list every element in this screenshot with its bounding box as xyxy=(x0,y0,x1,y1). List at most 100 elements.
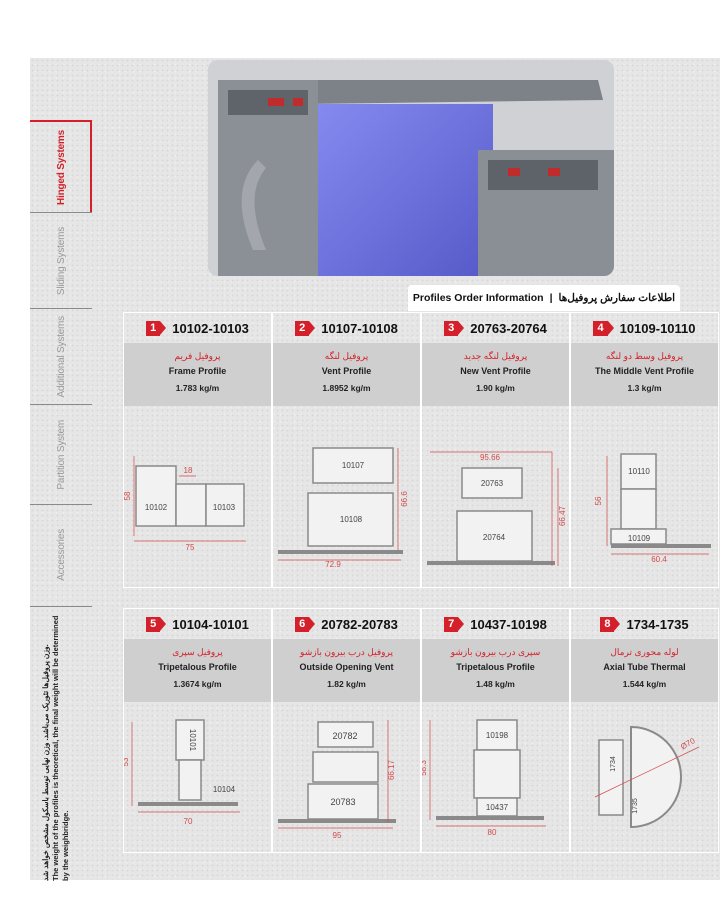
profile-chamber xyxy=(598,739,624,816)
profile-code-row: 4 10109-10110 xyxy=(571,312,718,343)
part-number-label: 10102 xyxy=(145,503,168,512)
tab-label: Additional Systems xyxy=(55,316,67,398)
profile-chamber xyxy=(461,467,523,499)
dimension-label: 58 xyxy=(124,491,132,500)
profile-number: 5 xyxy=(146,616,161,632)
part-number-label: 10107 xyxy=(342,461,365,470)
tab-sliding-systems[interactable]: Sliding Systems xyxy=(30,212,92,309)
profile-name-fa: پروفیل سپری xyxy=(172,647,223,657)
profile-code: 10104-10101 xyxy=(172,616,249,632)
profile-card: 7 10437-10198 سپری درب بیرون بازشو Tripe… xyxy=(419,608,570,853)
profile-name-en: Axial Tube Thermal xyxy=(603,662,686,672)
part-number-label: 1735 xyxy=(632,798,639,814)
arrow-icon xyxy=(160,617,167,631)
profile-number: 1 xyxy=(146,320,161,336)
profile-chamber xyxy=(175,483,207,527)
title-en: Profiles Order Information xyxy=(412,292,544,304)
tab-label: Hinged Systems xyxy=(55,130,67,206)
section-title: Profiles Order Information | اطلاعات سفا… xyxy=(408,285,680,311)
tab-hinged-systems[interactable]: Hinged Systems xyxy=(30,120,92,214)
profile-info: پروفیل درب بیرون بازشو Outside Opening V… xyxy=(273,639,420,702)
profile-chamber xyxy=(135,465,177,527)
title-fa: اطلاعات سفارش پروفیل‌ها xyxy=(558,292,676,304)
profile-info: پروفیل سپری Tripetalous Profile 1.3674 k… xyxy=(124,639,271,702)
profile-name-en: The Middle Vent Profile xyxy=(594,366,694,376)
dimension-label: 75 xyxy=(186,543,195,552)
profile-info: پروفیل لنگه جدید New Vent Profile 1.90 k… xyxy=(422,343,569,406)
profile-number-badge: 6 xyxy=(295,616,316,632)
profile-number: 3 xyxy=(444,320,459,336)
tab-partition-system[interactable]: Partition System xyxy=(30,404,92,505)
profile-chamber xyxy=(473,749,521,799)
note-fa: وزن پروفیل‌ها تئوریک می‌باشد. وزن نهایی … xyxy=(41,644,50,881)
profile-code: 20763-20764 xyxy=(470,320,547,336)
dimension-label: 80 xyxy=(488,828,497,837)
profile-chamber xyxy=(620,453,657,490)
dimension-label: 95.66 xyxy=(480,453,501,462)
profile-info: پروفیل وسط دو لنگه The Middle Vent Profi… xyxy=(571,343,718,406)
part-number-label: 10109 xyxy=(628,534,651,543)
profile-name-fa: پروفیل وسط دو لنگه xyxy=(605,351,684,361)
profile-chamber xyxy=(312,751,379,783)
profile-code: 10109-10110 xyxy=(619,320,696,336)
profile-card: 1 10102-10103 پروفیل فریم Frame Profile … xyxy=(123,312,272,588)
dimension-label: 66.17 xyxy=(387,759,396,780)
profile-name-fa: لوله محوری ترمال xyxy=(610,647,679,657)
profile-chamber xyxy=(307,492,394,547)
part-number-label: 1734 xyxy=(610,756,617,772)
dimension-label: 53 xyxy=(124,757,130,766)
profile-chamber xyxy=(175,719,205,761)
profile-chamber xyxy=(312,447,394,484)
profile-name-fa: پروفیل لنگه جدید xyxy=(463,351,528,361)
profile-code: 10437-10198 xyxy=(470,616,547,632)
profile-code-row: 5 10104-10101 xyxy=(124,608,271,639)
profile-weight: 1.3 kg/m xyxy=(627,383,662,393)
dimension-label: 66.6 xyxy=(400,491,409,507)
arrow-icon xyxy=(614,617,621,631)
profile-name-fa: سپری درب بیرون بازشو xyxy=(450,647,541,657)
profile-chamber xyxy=(456,510,533,562)
dimension-line xyxy=(594,746,700,798)
profile-number: 8 xyxy=(600,616,615,632)
profile-number: 7 xyxy=(444,616,459,632)
profile-number-badge: 5 xyxy=(146,616,167,632)
dimension-label: 70 xyxy=(184,817,193,826)
profile-weight: 1.8952 kg/m xyxy=(322,383,371,393)
profile-code: 10107-10108 xyxy=(321,320,398,336)
dimension-label: 58.3 xyxy=(422,760,428,776)
profile-number: 4 xyxy=(593,320,608,336)
arrow-icon xyxy=(458,617,465,631)
profile-card: 5 10104-10101 پروفیل سپری Tripetalous Pr… xyxy=(121,608,272,853)
tab-accessories[interactable]: Accessories xyxy=(30,504,92,605)
profile-name-en: Tripetalous Profile xyxy=(456,662,535,672)
section-sidebar: Hinged Systems Sliding Systems Additiona… xyxy=(30,58,96,881)
part-number-label: 10103 xyxy=(213,503,236,512)
tab-additional-systems[interactable]: Additional Systems xyxy=(30,308,92,405)
tab-label: Partition System xyxy=(55,420,67,490)
profile-number-badge: 7 xyxy=(444,616,465,632)
note-en: The weight of the profiles is theoretica… xyxy=(51,615,70,881)
profile-chamber xyxy=(620,488,657,530)
tab-label: Accessories xyxy=(55,529,67,581)
profile-name-fa: پروفیل لنگه xyxy=(324,351,369,361)
profile-chamber xyxy=(205,483,245,527)
arrow-icon xyxy=(458,321,465,335)
part-number-label: 20764 xyxy=(483,533,506,542)
part-number-label: 20782 xyxy=(332,731,357,741)
profiles-grid: 1 10102-10103 پروفیل فریم Frame Profile … xyxy=(121,312,719,853)
part-number-label: 10101 xyxy=(188,729,197,752)
profile-number-badge: 3 xyxy=(444,320,465,336)
profile-number: 2 xyxy=(295,320,310,336)
